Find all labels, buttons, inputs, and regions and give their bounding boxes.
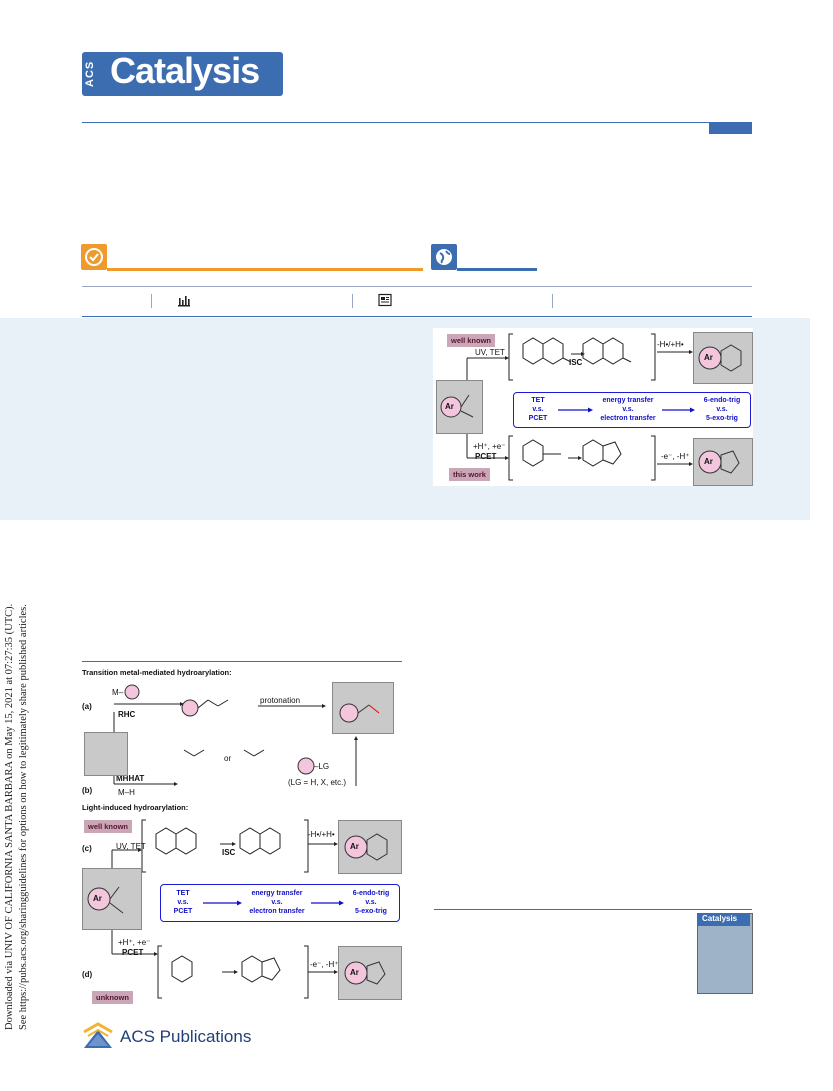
tm-product-box <box>332 682 394 734</box>
product-5-exo-box: Ar <box>338 946 402 1000</box>
lg-note: (LG = H, X, etc.) <box>288 778 347 787</box>
ar-label: Ar <box>704 353 713 362</box>
scheme-title-light: Light-induced hydroarylation: <box>82 803 189 812</box>
right-column-rule <box>434 909 752 910</box>
bar-chart-icon[interactable] <box>177 293 191 312</box>
journal-logo-acs: ACS <box>84 60 96 88</box>
alkene-box <box>84 732 128 776</box>
metrics-separator <box>552 294 553 308</box>
mhhat-label: MHHAT <box>116 774 145 783</box>
ar-label: Ar <box>445 402 454 411</box>
journal-cover-image[interactable] <box>697 913 753 994</box>
header-tab <box>709 122 752 134</box>
header-rule <box>82 122 752 123</box>
scheme-rule <box>82 661 402 662</box>
m-h-reagent: M–H <box>118 788 135 797</box>
globe-line <box>457 268 537 271</box>
start-material-box: Ar <box>436 380 483 434</box>
watermark-line-1: Downloaded via UNIV OF CALIFORNIA SANTA … <box>4 603 15 1030</box>
label-a: (a) <box>82 702 92 711</box>
article-icon[interactable] <box>378 293 392 312</box>
cite-line <box>107 268 423 271</box>
product-5-exo-box: Ar <box>693 438 753 486</box>
watermark-line-2: See https://pubs.acs.org/sharingguidelin… <box>18 604 29 1030</box>
acs-publications-logo-text: ACS Publications <box>120 1027 252 1046</box>
cond-isc: ISC <box>569 358 583 367</box>
download-watermark: Downloaded via UNIV OF CALIFORNIA SANTA … <box>4 330 44 1030</box>
label-b: (b) <box>82 786 93 795</box>
m-ar-reagent: M– <box>112 688 124 697</box>
ar-label: Ar <box>350 842 359 851</box>
cond-h-transfer: -H•/+H• <box>308 830 335 839</box>
cond-pcet-reagents: +H⁺, +e⁻ <box>473 442 506 451</box>
product-6-endo-box: Ar <box>693 332 753 384</box>
journal-cover-header <box>698 914 750 926</box>
metrics-separator <box>151 294 152 308</box>
globe-icon[interactable] <box>431 244 457 270</box>
ar-label: Ar <box>704 457 713 466</box>
scheme-tm: (a) M– RHC protonation (b) MHHAT M–H or … <box>82 680 402 800</box>
cond-uv-tet: UV, TET <box>116 842 146 851</box>
scheme-title-tm: Transition metal-mediated hydroarylation… <box>82 668 232 677</box>
tag-this-work: this work <box>449 468 490 481</box>
cond-pcet: PCET <box>122 948 144 957</box>
metrics-rule-top <box>82 286 752 287</box>
cond-isc: ISC <box>222 848 236 857</box>
toc-graphic: well known this work UV, TET ISC -H•/+H•… <box>433 328 753 486</box>
journal-cover-title: Catalysis <box>702 914 738 923</box>
cond-h-transfer: -H•/+H• <box>657 340 684 349</box>
ar-label: Ar <box>93 894 102 903</box>
cond-pcet-reagents: +H⁺, +e⁻ <box>118 938 151 947</box>
or-label: or <box>224 754 232 763</box>
journal-logo-name: Catalysis <box>110 50 260 91</box>
label-c: (c) <box>82 844 92 853</box>
protonation-label: protonation <box>260 696 301 705</box>
cond-uv-tet: UV, TET <box>475 348 505 357</box>
tag-well-known: well known <box>447 334 496 347</box>
cond-pcet: PCET <box>475 452 497 461</box>
tag-well-known: well known <box>84 820 133 833</box>
check-icon[interactable] <box>81 244 107 270</box>
start-material-box: Ar <box>82 868 142 930</box>
scheme-light: (c) well known UV, TET ISC -H•/+H• (d) +… <box>82 816 402 1004</box>
ar-label: Ar <box>350 968 359 977</box>
label-d: (d) <box>82 970 93 979</box>
cond-e-h: -e⁻, -H⁺ <box>661 452 690 461</box>
rhc-label: RHC <box>118 710 136 719</box>
product-6-endo-box: Ar <box>338 820 402 874</box>
ar-lg-label: –LG <box>314 762 330 771</box>
metrics-separator <box>352 294 353 308</box>
cond-e-h: -e⁻, -H⁺ <box>310 960 339 969</box>
acs-publications-logo-icon[interactable] <box>80 1022 116 1058</box>
tag-unknown: unknown <box>92 991 133 1004</box>
metrics-rule-bottom <box>82 316 752 317</box>
journal-logo[interactable] <box>82 52 283 96</box>
